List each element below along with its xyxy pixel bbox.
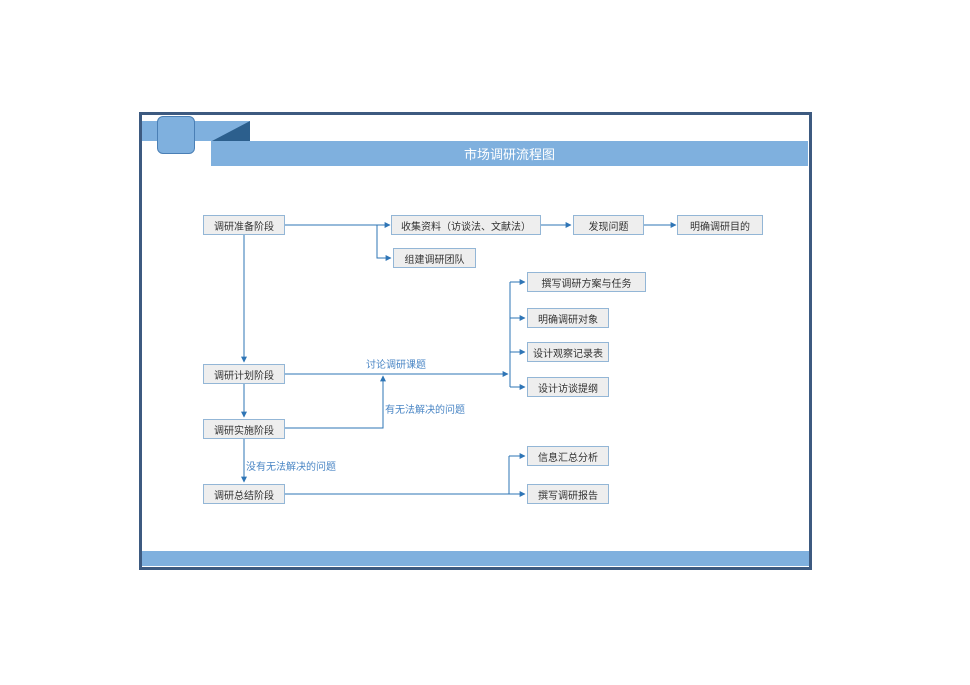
node-team: 组建调研团队: [393, 248, 476, 268]
node-prep: 调研准备阶段: [203, 215, 285, 235]
node-design-table: 设计观察记录表: [527, 342, 609, 362]
node-implement: 调研实施阶段: [203, 419, 285, 439]
node-discover: 发现问题: [573, 215, 644, 235]
edge-label-no-unsolved: 没有无法解决的问题: [246, 462, 336, 473]
bottom-bar: [142, 551, 809, 566]
node-analysis: 信息汇总分析: [527, 446, 609, 466]
edge-label-discuss: 讨论调研课题: [366, 360, 426, 371]
diagram-title: 市场调研流程图: [211, 141, 808, 166]
node-write-plan: 撰写调研方案与任务: [527, 272, 646, 292]
edge-label-unsolved: 有无法解决的问题: [385, 405, 465, 416]
node-clarify-purpose: 明确调研目的: [677, 215, 763, 235]
node-report: 撰写调研报告: [527, 484, 609, 504]
node-summary: 调研总结阶段: [203, 484, 285, 504]
node-plan: 调研计划阶段: [203, 364, 285, 384]
edge-prep-team: [376, 225, 392, 261]
node-design-interview: 设计访谈提纲: [527, 377, 609, 397]
edge-unsolved-loop: [285, 375, 386, 429]
corner-square: [157, 116, 195, 154]
node-collect: 收集资料（访谈法、文献法）: [391, 215, 541, 235]
node-clarify-object: 明确调研对象: [527, 308, 609, 328]
corner-triangle: [212, 121, 250, 141]
